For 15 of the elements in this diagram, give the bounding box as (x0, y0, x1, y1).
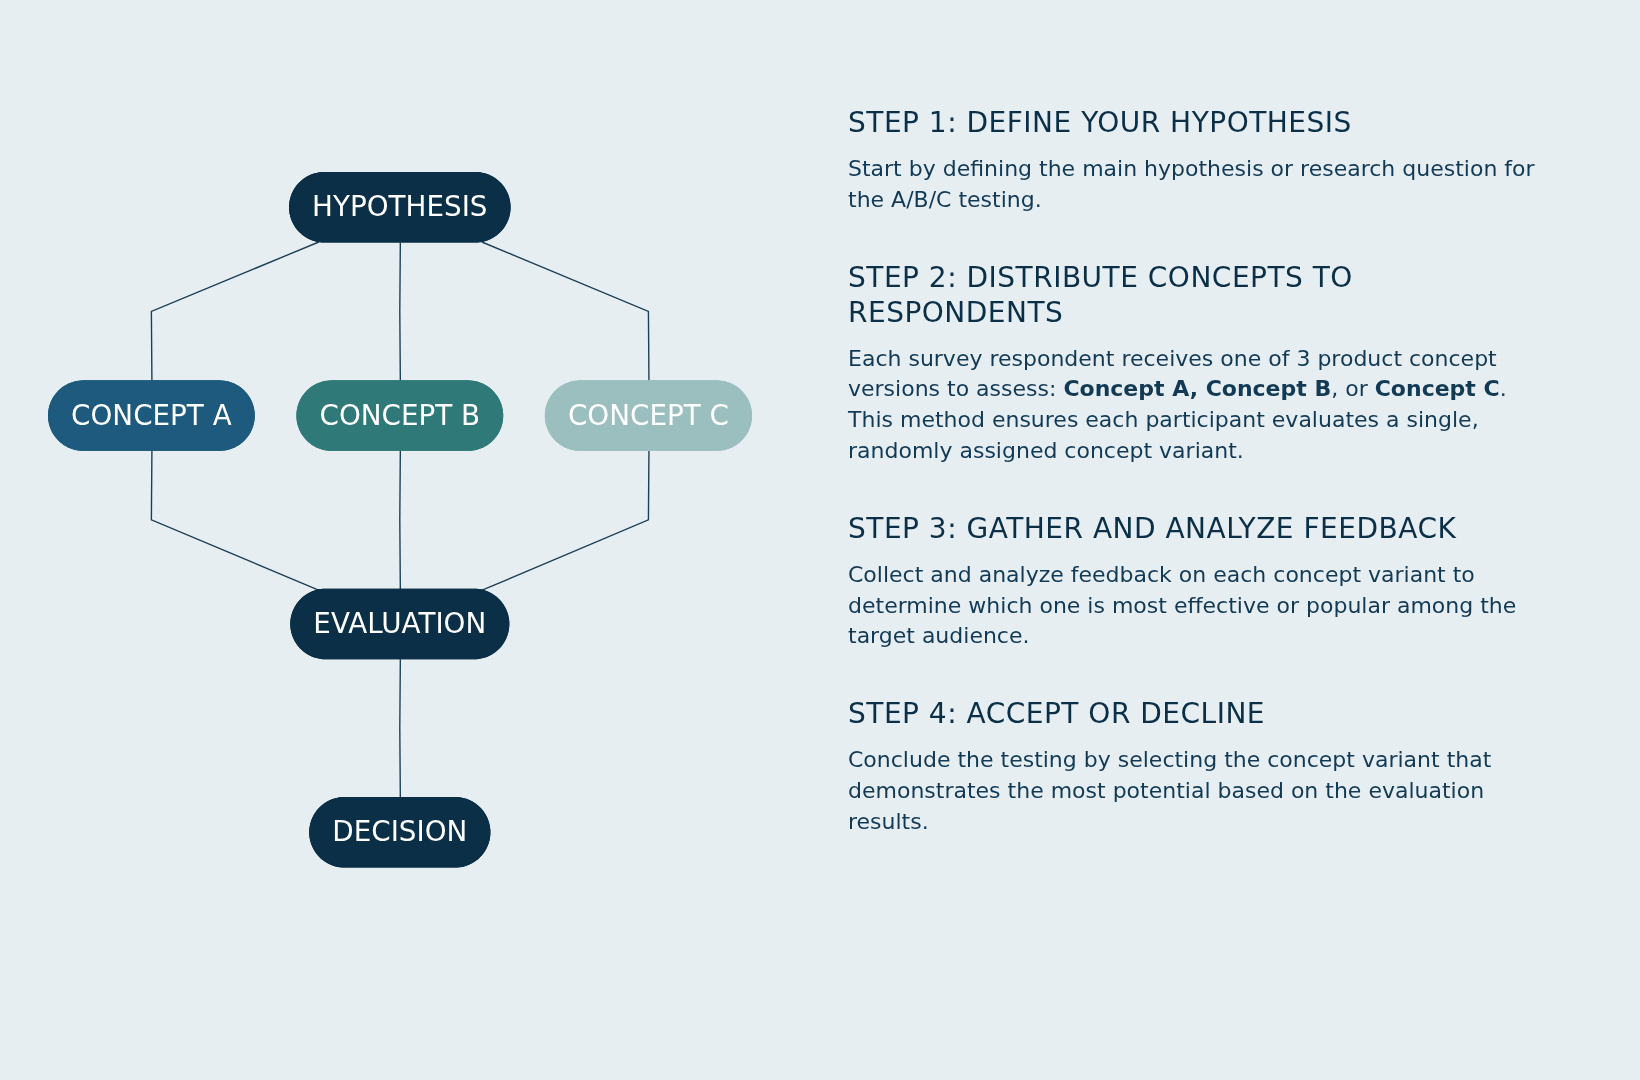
step-heading: STEP 1: DEFINE YOUR HYPOTHESIS (848, 105, 1353, 140)
step-heading: STEP 4: ACCEPT OR DECLINE (848, 696, 1267, 732)
connector (399, 242, 402, 383)
step-description: Each survey respondent receives one of 3 product concept versions to assess: Concept A, Concept B, or Concept C. This method ensures each participant evaluates a single, randomly assigned concept variant. (848, 344, 1508, 465)
connector (399, 450, 402, 591)
step-heading: STEP 2: DISTRIBUTE CONCEPTS TO RESPONDENTS (848, 259, 1354, 330)
step-description: Collect and analyze feedback on each concept variant to determine which one is most effective or popular among the target audience. (848, 560, 1518, 651)
step-heading: STEP 3: GATHER AND ANALYZE FEEDBACK (848, 510, 1458, 546)
connector (150, 241, 320, 383)
step-description: Start by defining the main hypothesis or research question for the A/B/C testing. (848, 155, 1536, 214)
connector (481, 241, 650, 383)
connector (399, 658, 402, 799)
connector (150, 450, 320, 592)
connector (480, 450, 650, 592)
step-description: Conclude the testing by selecting the concept variant that demonstrates the most potential based on the evaluation results. (848, 746, 1493, 836)
